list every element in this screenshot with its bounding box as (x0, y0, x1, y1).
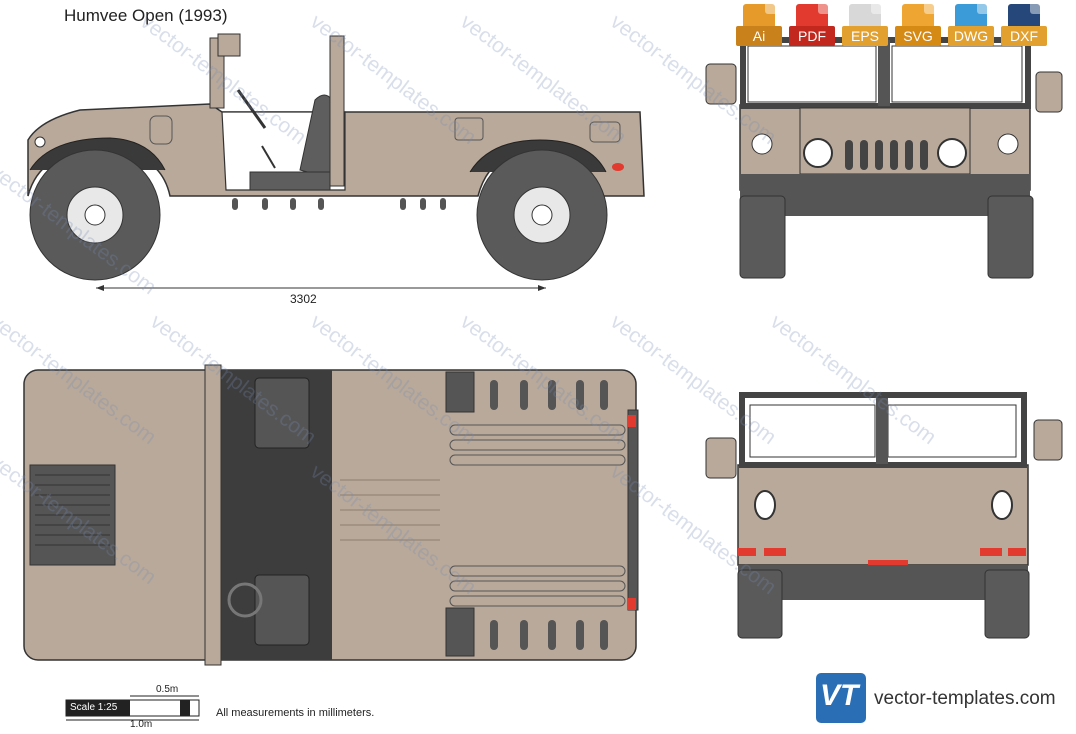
svg-format-icon[interactable]: SVG (895, 4, 941, 50)
format-label: EPS (842, 26, 888, 46)
ai-format-icon[interactable]: Ai (736, 4, 782, 50)
scale-full-label: 1.0m (130, 719, 153, 730)
front-view (705, 37, 1063, 279)
format-label: SVG (895, 26, 941, 46)
logo-text: VT (820, 679, 859, 712)
scale-label: Scale 1:25 (70, 702, 118, 713)
format-label: DXF (1001, 26, 1047, 46)
vt-logo-icon[interactable]: VT (816, 673, 866, 723)
eps-format-icon[interactable]: EPS (842, 4, 888, 50)
dxf-format-icon[interactable]: DXF (1001, 4, 1047, 50)
measurement-note: All measurements in millimeters. (216, 707, 375, 719)
page-title: Humvee Open (1993) (64, 6, 228, 25)
pdf-format-icon[interactable]: PDF (789, 4, 835, 50)
format-label: Ai (736, 26, 782, 46)
rear-view (705, 392, 1063, 639)
format-label: PDF (789, 26, 835, 46)
dwg-format-icon[interactable]: DWG (948, 4, 994, 50)
side-view (27, 33, 645, 291)
brand-link[interactable]: vector-templates.com (874, 688, 1056, 709)
format-badges: Ai PDF EPS SVG DWG DXF (736, 4, 1047, 50)
scale-bar (65, 695, 200, 721)
scale-half-label: 0.5m (156, 684, 179, 695)
format-label: DWG (948, 26, 994, 46)
length-dimension: 3302 (290, 292, 317, 306)
top-view (23, 364, 639, 666)
